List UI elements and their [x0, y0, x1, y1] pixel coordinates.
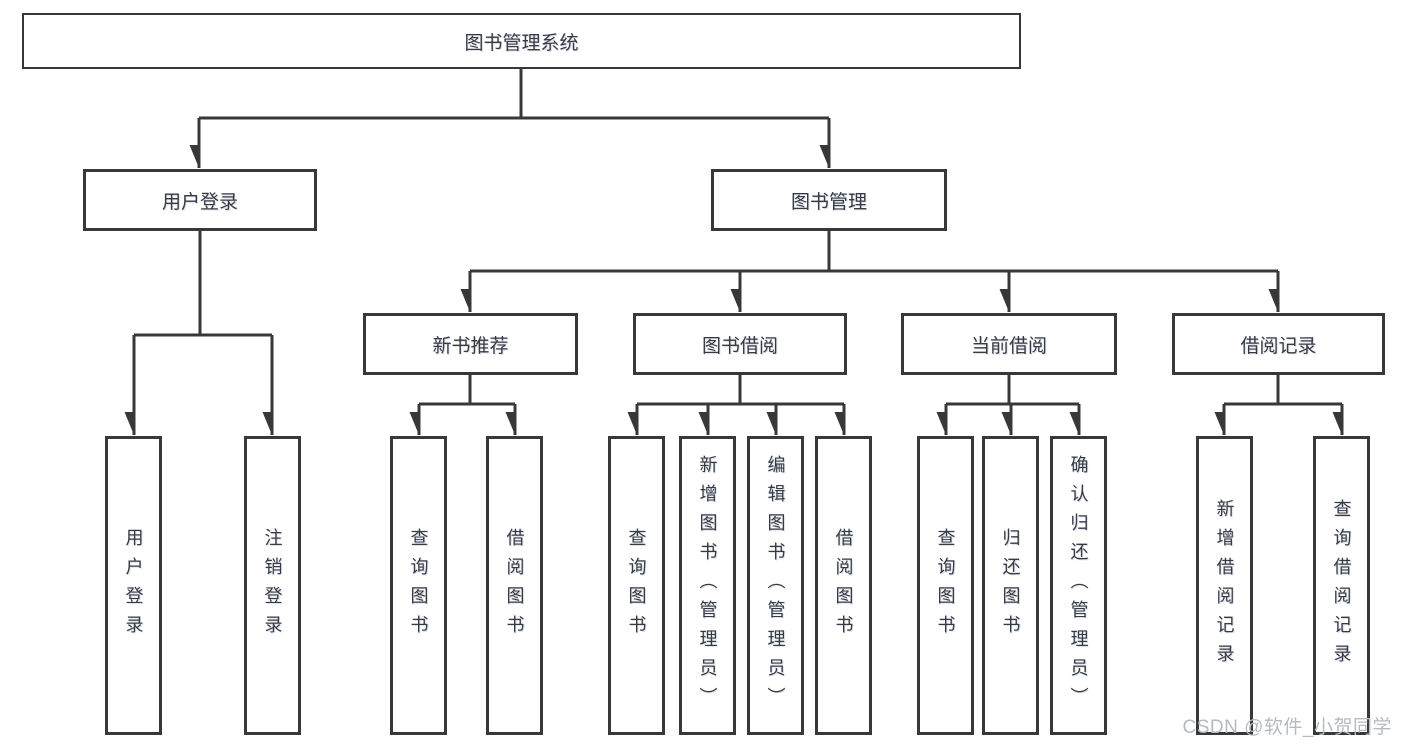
node-label: 图书借阅 — [701, 335, 778, 357]
leaf-label: 归还图书 — [1000, 527, 1021, 644]
csdn-watermark: CSDN @软件_小贺同学 — [1182, 717, 1392, 738]
node-new-book-recommend: 新书推荐 — [363, 313, 578, 375]
node-user-login: 用户登录 — [83, 169, 317, 231]
leaf-label: 编辑图书（管理员） — [765, 455, 786, 716]
leaf-edit-book-admin: 编辑图书（管理员） — [747, 436, 804, 735]
leaf-label: 用户登录 — [123, 527, 144, 644]
leaf-label: 确认归还（管理员） — [1068, 455, 1089, 716]
leaf-label: 查询图书 — [408, 527, 429, 644]
leaf-add-borrow-record: 新增借阅记录 — [1196, 436, 1253, 735]
node-label: 用户登录 — [161, 191, 238, 213]
leaf-query-books-recommend: 查询图书 — [390, 436, 447, 735]
edge-group-current-borrow — [946, 375, 1081, 435]
edge-group-borrow-records — [1224, 375, 1344, 435]
node-label: 当前借阅 — [970, 335, 1047, 357]
leaf-return-books: 归还图书 — [982, 436, 1039, 735]
edge-group-user-login — [134, 231, 274, 435]
leaf-label: 借阅图书 — [504, 527, 525, 644]
leaf-label: 查询图书 — [626, 527, 647, 644]
leaf-borrow-books-recommend: 借阅图书 — [486, 436, 543, 735]
leaf-label: 注销登录 — [262, 527, 283, 644]
edge-group-book-borrow — [637, 375, 846, 435]
node-borrow-records: 借阅记录 — [1172, 313, 1385, 375]
node-library-management-system: 图书管理系统 — [22, 13, 1021, 69]
leaf-label: 查询借阅记录 — [1331, 498, 1352, 673]
leaf-label: 新增借阅记录 — [1214, 498, 1235, 673]
leaf-logout: 注销登录 — [244, 436, 301, 735]
leaf-user-login: 用户登录 — [105, 436, 162, 735]
leaf-query-borrow-record: 查询借阅记录 — [1313, 436, 1370, 735]
leaf-query-books-current: 查询图书 — [917, 436, 974, 735]
edge-group-root — [199, 69, 831, 168]
leaf-query-books-borrow: 查询图书 — [608, 436, 665, 735]
leaf-label: 查询图书 — [935, 527, 956, 644]
node-book-management: 图书管理 — [711, 169, 947, 231]
edge-group-book-management — [470, 231, 1280, 312]
node-label: 图书管理 — [790, 191, 867, 213]
node-book-borrow: 图书借阅 — [633, 313, 847, 375]
leaf-add-book-admin: 新增图书（管理员） — [679, 436, 736, 735]
node-label: 借阅记录 — [1240, 335, 1317, 357]
leaf-borrow-books: 借阅图书 — [815, 436, 872, 735]
node-current-borrow: 当前借阅 — [901, 313, 1117, 375]
leaf-label: 新增图书（管理员） — [697, 455, 718, 716]
node-label: 新书推荐 — [432, 335, 509, 357]
leaf-label: 借阅图书 — [833, 527, 854, 644]
edge-group-new-book-recommend — [419, 375, 517, 435]
node-label: 图书管理系统 — [464, 32, 579, 54]
leaf-confirm-return-admin: 确认归还（管理员） — [1050, 436, 1107, 735]
